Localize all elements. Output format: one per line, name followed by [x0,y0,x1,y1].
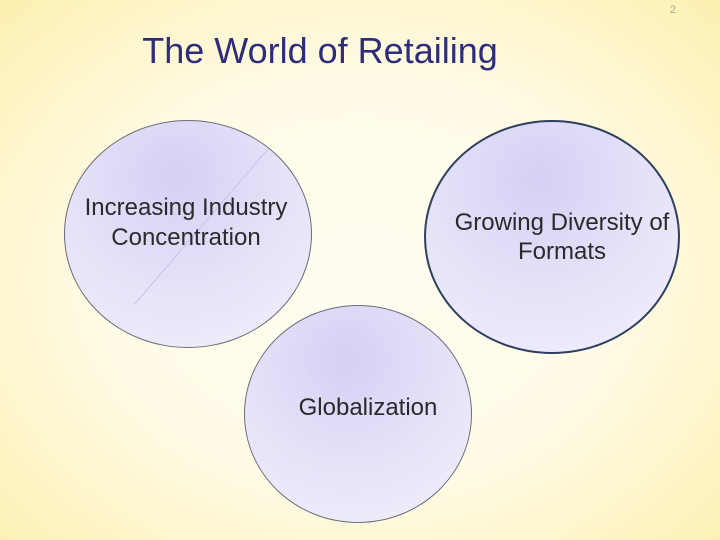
circle-globalization: Globalization [244,305,472,523]
circle-label-diversity-of-formats: Growing Diversity of Formats [454,208,670,265]
circle-label-globalization: Globalization [298,394,438,421]
circle-diversity-of-formats: Growing Diversity of Formats [424,120,680,354]
slide-title-text: The World of Retailing [142,30,498,71]
circle-label-industry-concentration: Increasing Industry Concentration [84,194,288,251]
slide-title: The World of Retailing [0,30,720,72]
circle-industry-concentration: Increasing Industry Concentration [64,120,312,348]
page-number: 2 [669,4,676,16]
